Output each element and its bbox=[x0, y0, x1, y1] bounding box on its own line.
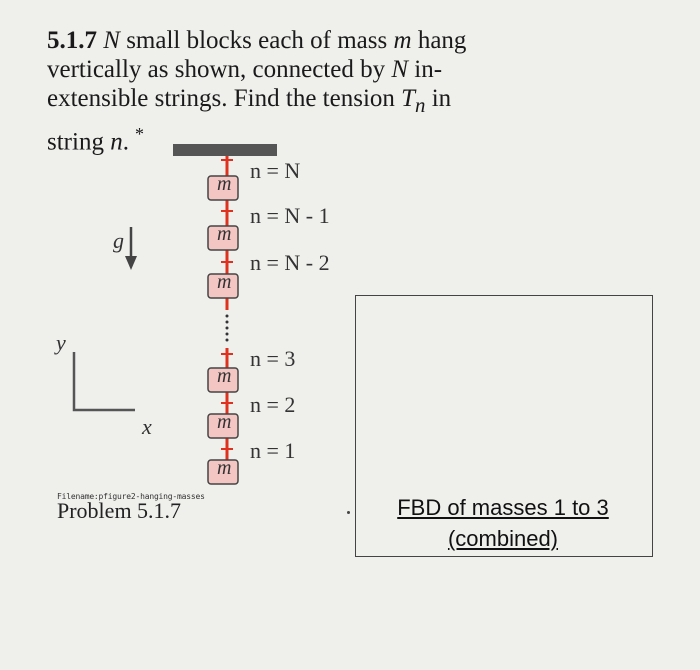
label-n-eq-1: n = 1 bbox=[250, 438, 296, 463]
label-n-eq-N-2: n = N - 2 bbox=[250, 250, 330, 275]
block-N-label: m bbox=[217, 173, 232, 195]
stray-dot bbox=[347, 511, 350, 514]
block-3 bbox=[207, 367, 239, 393]
coordinate-axes bbox=[72, 352, 135, 412]
block-2-label: m bbox=[217, 411, 232, 433]
problem-text-c: hang vertically as shown, connected by bbox=[47, 27, 467, 83]
figure-caption: Problem 5.1.7 bbox=[57, 498, 182, 523]
fbd-line-2: (combined) bbox=[447, 526, 559, 551]
gravity-arrow bbox=[125, 227, 137, 270]
ceiling-bar bbox=[173, 144, 277, 156]
label-n-eq-3: n = 3 bbox=[250, 346, 296, 371]
block-N-2 bbox=[207, 273, 239, 299]
var-T-subscript: n bbox=[415, 93, 426, 117]
block-N-1-label: m bbox=[217, 223, 232, 245]
problem-text-b: small blocks each of mass bbox=[119, 27, 394, 54]
block-3-label: m bbox=[217, 365, 232, 387]
block-N bbox=[207, 175, 239, 201]
problem-statement: 5.1.7 N small blocks each of mass m hang… bbox=[47, 26, 487, 156]
problem-text-f: . bbox=[122, 128, 129, 156]
var-n: n bbox=[110, 128, 123, 156]
var-m: m bbox=[393, 27, 412, 54]
block-1 bbox=[207, 459, 239, 485]
blocks bbox=[207, 175, 239, 485]
block-2 bbox=[207, 413, 239, 439]
fbd-line-1: FBD of masses 1 to 3 bbox=[397, 495, 609, 520]
fbd-answer-box[interactable] bbox=[355, 295, 653, 557]
block-N-1 bbox=[207, 225, 239, 251]
ellipsis-dots bbox=[225, 314, 229, 342]
fbd-prompt: FBD of masses 1 to 3 (combined) bbox=[372, 492, 634, 554]
problem-text-d: in-extensible strings. Find the tension bbox=[47, 56, 443, 112]
problem-number: 5.1.7 bbox=[47, 27, 97, 54]
asterisk: * bbox=[134, 124, 144, 144]
x-axis-label: x bbox=[142, 414, 152, 439]
gravity-label: g bbox=[113, 228, 124, 253]
var-T: T bbox=[401, 85, 416, 112]
problem-text-e: in string bbox=[47, 85, 452, 156]
block-N-2-label: m bbox=[217, 271, 232, 293]
string-ticks bbox=[221, 159, 233, 450]
label-n-eq-N-1: n = N - 1 bbox=[250, 203, 330, 228]
var-N: N bbox=[103, 27, 120, 54]
y-axis-label: y bbox=[56, 330, 66, 355]
block-1-label: m bbox=[217, 457, 232, 479]
figure-filename: Filename:pfigure2-hanging-masses bbox=[57, 492, 205, 501]
label-n-eq-N: n = N bbox=[250, 158, 301, 183]
label-n-eq-2: n = 2 bbox=[250, 392, 296, 417]
var-N-2: N bbox=[391, 56, 409, 83]
